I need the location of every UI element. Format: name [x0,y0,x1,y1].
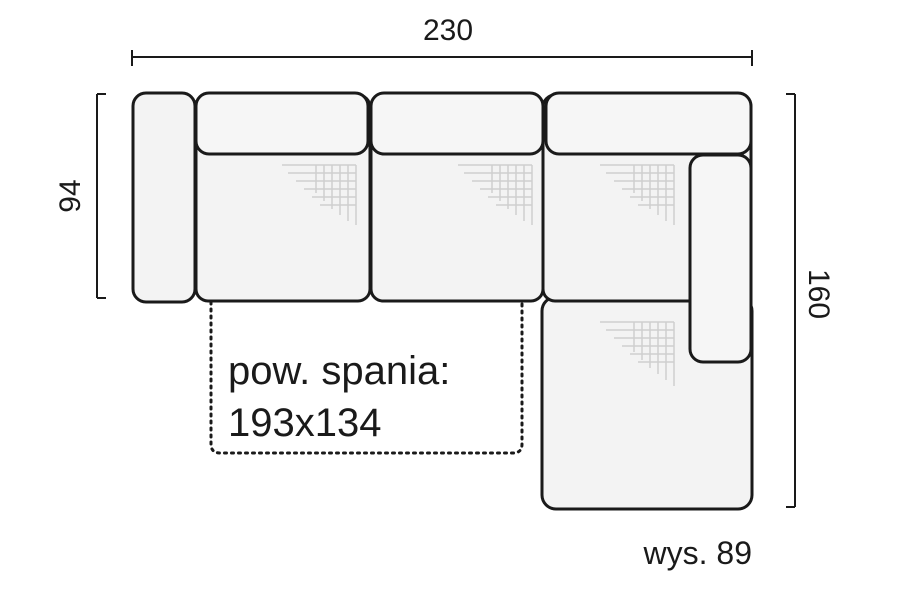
width-dimension: 230 [131,14,753,66]
back-cushion-middle [369,91,545,156]
sleeping-area: pow. spania: 193x134 [209,300,524,455]
right-armrest [688,153,753,364]
width-dimension-label: 230 [423,14,473,47]
texture-mark-corner-seat [600,164,675,225]
texture-mark-seat-middle [458,164,533,225]
back-cushion-right [544,91,753,156]
height-label: wys. 89 [643,535,752,571]
sleeping-area-size: 193x134 [228,401,381,445]
sleeping-area-outline [209,300,524,455]
texture-mark-chaise [600,321,675,386]
length-dimension: 160 [786,93,835,508]
length-dimension-label: 160 [802,269,835,319]
depth-dimension-label: 94 [54,179,87,212]
left-armrest [131,91,197,304]
back-cushion-left [194,91,370,156]
texture-mark-seat-left [282,164,357,225]
sleeping-area-label: pow. spania: [228,349,450,393]
sofa-outline [131,91,754,511]
depth-dimension: 94 [54,93,106,299]
